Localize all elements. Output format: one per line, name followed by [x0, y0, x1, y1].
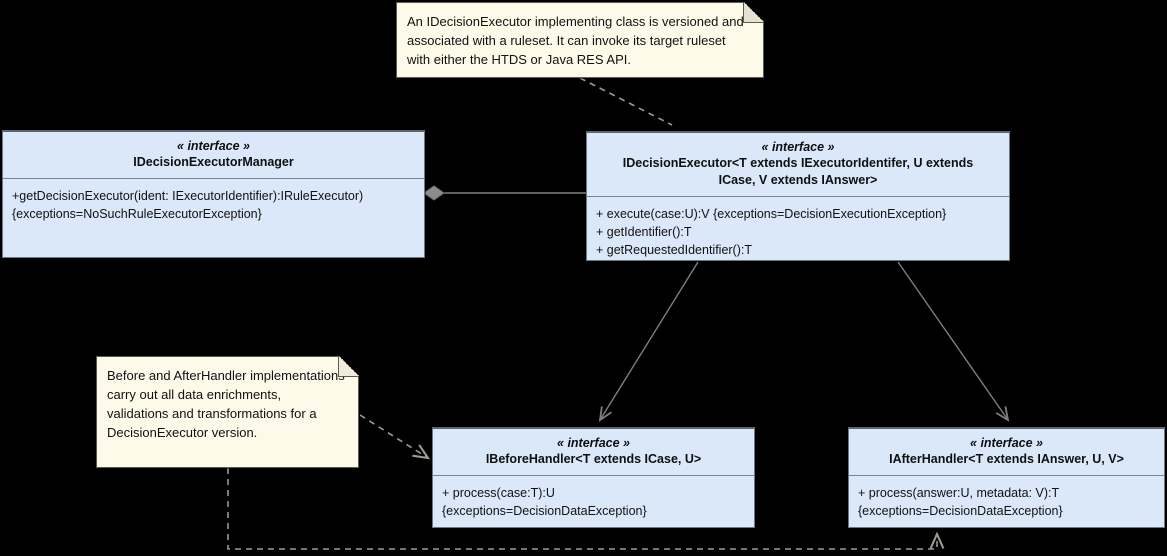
class-decision-executor-manager[interactable]: « interface » IDecisionExecutorManager +… [2, 130, 425, 258]
anchor-note-before [359, 414, 431, 460]
class-member: {exceptions=NoSuchRuleExecutorException} [12, 207, 262, 221]
class-member: + getRequestedIdentifier():T [596, 243, 752, 257]
note-text: Before and AfterHandler implementations … [107, 368, 345, 440]
class-member: + process(case:T):U [442, 486, 555, 500]
class-member: {exceptions=DecisionDataException} [858, 504, 1063, 518]
class-header: « interface » IBeforeHandler<T extends I… [433, 429, 754, 476]
class-member: + execute(case:U):V {exceptions=Decision… [596, 207, 947, 221]
class-header: « interface » IAfterHandler<T extends IA… [849, 429, 1164, 476]
note-decision-executor: An IDecisionExecutor implementing class … [396, 2, 764, 78]
class-stereotype: « interface » [557, 436, 630, 450]
class-after-handler[interactable]: « interface » IAfterHandler<T extends IA… [848, 427, 1165, 528]
class-header: « interface » IDecisionExecutorManager [3, 132, 424, 179]
class-members: + process(case:T):U {exceptions=Decision… [433, 476, 754, 528]
association-executor-after [897, 261, 1010, 422]
class-members: +getDecisionExecutor(ident: IExecutorIde… [3, 179, 424, 231]
class-name: IDecisionExecutorManager [133, 155, 294, 169]
note-text: An IDecisionExecutor implementing class … [407, 14, 744, 67]
association-executor-before [598, 261, 699, 422]
class-member: + getIdentifier():T [596, 225, 692, 239]
note-handlers: Before and AfterHandler implementations … [96, 356, 359, 468]
class-before-handler[interactable]: « interface » IBeforeHandler<T extends I… [432, 427, 755, 528]
class-name-line-2: ICase, V extends IAnswer> [718, 173, 878, 187]
class-decision-executor[interactable]: « interface » IDecisionExecutor<T extend… [586, 131, 1010, 261]
class-members: + execute(case:U):V {exceptions=Decision… [587, 197, 1009, 267]
class-member: +getDecisionExecutor(ident: IExecutorIde… [12, 189, 364, 203]
class-name: IBeforeHandler<T extends ICase, U> [485, 452, 702, 466]
class-header: « interface » IDecisionExecutor<T extend… [587, 133, 1009, 197]
aggregation-manager-executor [423, 185, 586, 201]
class-name-line-1: IDecisionExecutor<T extends IExecutorIde… [622, 156, 974, 170]
class-name: IAfterHandler<T extends IAnswer, U, V> [889, 452, 1124, 466]
class-member: {exceptions=DecisionDataException} [442, 504, 647, 518]
class-stereotype: « interface » [970, 436, 1043, 450]
class-stereotype: « interface » [177, 139, 250, 153]
anchor-note-executor [579, 77, 673, 126]
class-members: + process(answer:U, metadata: V):T {exce… [849, 476, 1164, 528]
class-stereotype: « interface » [761, 140, 835, 154]
class-member: + process(answer:U, metadata: V):T [858, 486, 1060, 500]
